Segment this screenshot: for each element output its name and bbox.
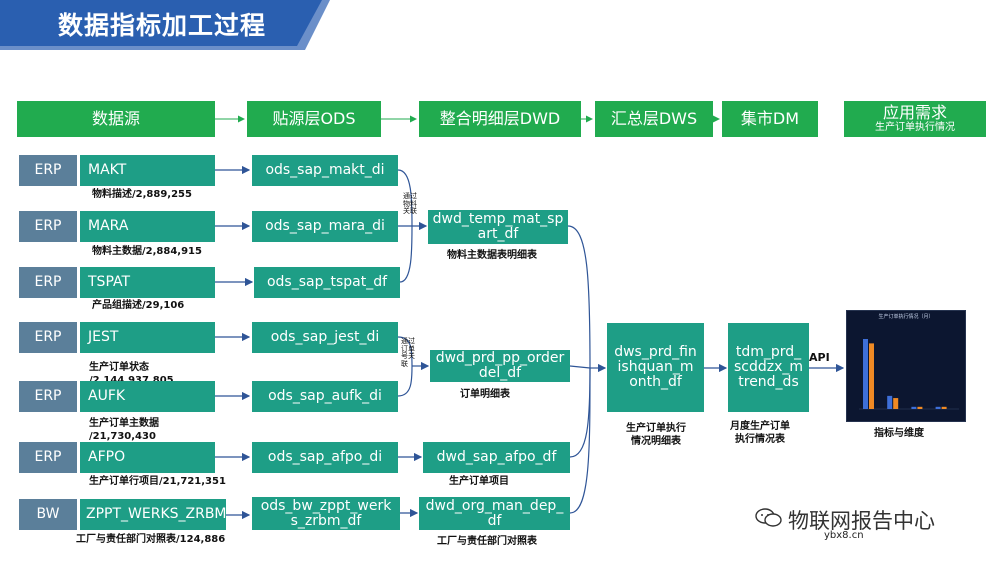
dashboard-bar: [893, 398, 899, 409]
dm-line: trend_ds: [738, 373, 799, 390]
header-dwd: 整合明细层DWD: [419, 101, 581, 137]
source-system-box: ERP: [19, 322, 77, 353]
source-system-box: ERP: [19, 267, 77, 298]
wechat-icon: [755, 508, 782, 527]
source-caption-line: /21,730,430: [89, 430, 156, 442]
dm-caption: 月度生产订单 执行情况表: [730, 421, 790, 446]
dwd-org-line: dwd_org_man_dep_: [425, 497, 564, 514]
source-system-box: ERP: [19, 155, 77, 186]
dm-caption-line: 月度生产订单: [730, 421, 790, 432]
api-label: API: [809, 351, 830, 364]
source-caption-line: /2,144,937,805: [89, 374, 174, 386]
ods-table-line: ods_bw_zppt_werk: [260, 497, 392, 514]
dwd-org-box: dwd_org_man_dep_ df: [419, 497, 570, 530]
ods-table-line: s_zrbm_df: [290, 512, 362, 529]
dashboard-bar: [917, 406, 923, 409]
source-table-box: ZPPT_WERKS_ZRBM: [80, 499, 227, 530]
dashboard-caption: 指标与维度: [874, 428, 924, 439]
source-to-ods-arrows: [215, 165, 254, 520]
dwd-to-dws-arrows: [567, 225, 607, 514]
ods-table-box: ods_sap_aufk_di: [252, 381, 398, 412]
dwd-mat-line: art_df: [477, 226, 519, 242]
ods-to-dwd-arrows: [397, 169, 430, 518]
ods-table-box: ods_sap_mara_di: [252, 211, 398, 242]
source-caption: 工厂与责任部门对照表/124,886: [76, 534, 226, 545]
dashboard-bar: [863, 339, 868, 409]
dwd-pp-line: del_df: [478, 365, 522, 381]
dashboard-title: 生产订单执行情况（月）: [878, 314, 934, 320]
site-url: ybx8.cn: [824, 530, 864, 541]
watermark-text: 物联网报告中心: [788, 509, 935, 533]
source-system-box: ERP: [19, 442, 77, 473]
header-app-title: 应用需求: [882, 102, 947, 122]
source-caption: 生产订单行项目/21,721,351: [89, 476, 226, 487]
source-table-box: AFPO: [80, 442, 215, 473]
dwd-mat-caption: 物料主数据表明细表: [447, 250, 537, 261]
dws-caption-line: 情况明细表: [631, 435, 681, 447]
header-dws: 汇总层DWS: [595, 101, 713, 137]
source-caption: 物料主数据/2,884,915: [92, 246, 202, 257]
dwd-pp-box: dwd_prd_pp_order del_df: [430, 350, 570, 382]
dashboard-bar: [941, 406, 947, 409]
dashboard-bar-chart: [859, 339, 959, 410]
source-caption: 生产订单状态 /2,144,937,805: [89, 362, 174, 387]
join-note-order: 通过订单号关联: [401, 337, 415, 369]
header-app: 应用需求 生产订单执行情况: [844, 101, 986, 137]
source-caption: 生产订单主数据 /21,730,430: [89, 418, 159, 443]
dwd-pp-caption: 订单明细表: [460, 389, 510, 400]
source-system-box: BW: [19, 499, 77, 530]
dm-caption-line: 执行情况表: [735, 433, 785, 445]
source-system-box: ERP: [19, 381, 77, 412]
source-system-box: ERP: [19, 211, 77, 242]
dws-caption: 生产订单执行 情况明细表: [626, 423, 686, 448]
dashboard-bar: [911, 406, 917, 409]
dwd-mat-line: dwd_temp_mat_sp: [432, 211, 564, 228]
page-title: 数据指标加工过程: [58, 11, 267, 40]
source-table-box: MAKT: [80, 155, 215, 186]
dashboard-thumbnail: 生产订单执行情况（月）: [846, 310, 966, 422]
dm-line: scddzx_m: [733, 359, 804, 376]
source-table-box: JEST: [80, 322, 215, 353]
header-app-subtitle: 生产订单执行情况: [875, 121, 955, 133]
ods-table-box: ods_sap_makt_di: [252, 155, 398, 186]
dws-line: onth_df: [629, 373, 682, 390]
source-table-box: TSPAT: [80, 267, 215, 298]
dm-box: tdm_prd_ scddzx_m trend_ds: [728, 323, 809, 412]
header-source: 数据源: [17, 101, 215, 137]
dwd-org-line: df: [487, 512, 502, 529]
dm-line: tdm_prd_: [735, 344, 802, 361]
dws-box: dws_prd_fin ishquan_m onth_df: [607, 323, 704, 412]
dwd-org-caption: 工厂与责任部门对照表: [437, 536, 537, 547]
header-ods: 贴源层ODS: [247, 101, 381, 137]
ods-table-box: ods_bw_zppt_werk s_zrbm_df: [252, 497, 400, 530]
dwd-mat-box: dwd_temp_mat_sp art_df: [428, 210, 568, 244]
ods-table-box: ods_sap_jest_di: [252, 322, 398, 353]
source-table-box: AUFK: [80, 381, 215, 412]
dwd-pp-line: dwd_prd_pp_order: [435, 350, 565, 367]
dws-caption-line: 生产订单执行: [626, 423, 686, 434]
dashboard-bar: [887, 395, 893, 409]
dws-line: ishquan_m: [617, 359, 694, 376]
dashboard-bar: [935, 406, 941, 409]
header-dm: 集市DM: [722, 101, 818, 137]
dashboard-bar: [869, 343, 874, 409]
join-note-material: 通过物料关联: [403, 192, 417, 216]
dwd-afpo-caption: 生产订单项目: [449, 476, 509, 487]
source-table-box: MARA: [80, 211, 215, 242]
ods-table-box: ods_sap_tspat_df: [254, 267, 400, 298]
ods-table-box: ods_sap_afpo_di: [252, 442, 398, 473]
source-caption: 产品组描述/29,106: [92, 300, 185, 311]
title-banner: 数据指标加工过程: [0, 0, 330, 50]
dwd-afpo-box: dwd_sap_afpo_df: [423, 442, 570, 473]
dws-line: dws_prd_fin: [614, 344, 697, 361]
source-caption-line: 生产订单主数据: [89, 418, 159, 429]
source-caption-line: 生产订单状态: [89, 362, 149, 373]
source-caption: 物料描述/2,889,255: [92, 189, 192, 200]
